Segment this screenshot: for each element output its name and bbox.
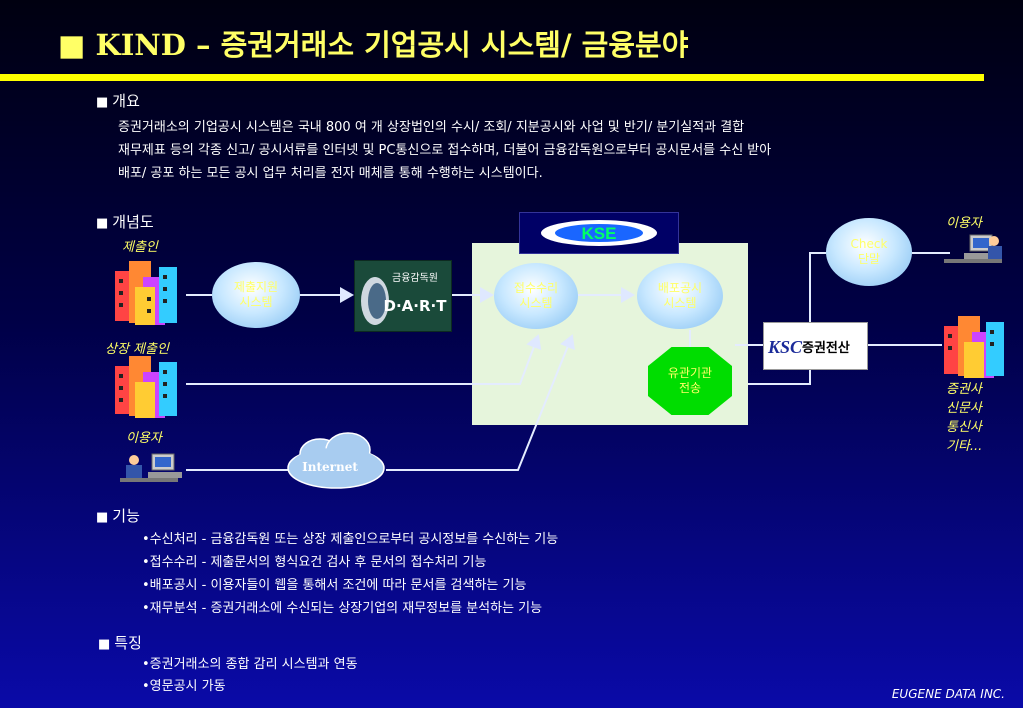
functions-list: •수신처리 - 금융감독원 또는 상장 제출인으로부터 공시정보를 수신하는 기… bbox=[142, 528, 558, 620]
dart-logo-en: D·A·R·T bbox=[384, 297, 448, 315]
node-text: Check bbox=[850, 237, 888, 251]
node-text: 단말 bbox=[857, 252, 881, 266]
node-text: 시스템 bbox=[239, 295, 273, 309]
feature-item: •증권거래소의 종합 감리 시스템과 연동 bbox=[142, 657, 358, 672]
node-text: 배포공시 bbox=[657, 281, 703, 295]
concept-heading-text: 개념도 bbox=[112, 213, 154, 231]
dart-logo-kr: 금융감독원 bbox=[392, 272, 438, 284]
label-user-right: 이용자 bbox=[946, 216, 982, 231]
node-text: 시스템 bbox=[663, 296, 697, 310]
connector-internet bbox=[386, 334, 575, 471]
recipient-item: 증권사 bbox=[946, 382, 982, 397]
bullet-square-icon: ■ bbox=[98, 637, 111, 652]
recipient-item: 기타... bbox=[946, 439, 983, 454]
label-submitter: 제출인 bbox=[122, 240, 158, 255]
node-text: 전송 bbox=[678, 381, 702, 395]
function-item: •접수수리 - 제출문서의 형식요건 검사 후 문서의 접수처리 기능 bbox=[142, 555, 487, 570]
feature-item: •영문공시 가동 bbox=[142, 679, 226, 694]
functions-heading-text: 기능 bbox=[112, 507, 140, 525]
overview-heading-text: 개요 bbox=[112, 92, 140, 110]
internet-label: Internet bbox=[302, 460, 358, 474]
title-underline bbox=[0, 74, 984, 81]
recipients-list: 증권사 신문사 통신사 기타... bbox=[946, 380, 982, 456]
features-heading-text: 특징 bbox=[114, 634, 142, 652]
label-listed-submitter: 상장 제출인 bbox=[105, 342, 169, 357]
concept-heading: ■개념도 bbox=[96, 211, 154, 232]
bullet-square-icon: ■ bbox=[96, 510, 109, 525]
ksc-logo: KSC 증권전산 bbox=[763, 322, 868, 370]
building-icon bbox=[115, 261, 177, 325]
features-heading: ■특징 bbox=[98, 632, 142, 653]
node-text: 유관기관 bbox=[667, 366, 713, 380]
node-text: 접수수리 bbox=[513, 281, 559, 295]
functions-heading: ■기능 bbox=[96, 505, 140, 526]
dart-logo: 금융감독원 D·A·R·T bbox=[354, 260, 452, 332]
overview-heading: ■개요 bbox=[96, 90, 140, 111]
overview-line: 증권거래소의 기업공시 시스템은 국내 800 여 개 상장법인의 수시/ 조회… bbox=[118, 120, 745, 135]
features-list: •증권거래소의 종합 감리 시스템과 연동 •영문공시 가동 bbox=[142, 654, 358, 698]
connector-listed-submitter bbox=[186, 334, 542, 385]
internet-cloud-icon: Internet bbox=[287, 432, 385, 489]
kse-logo-text: KSE bbox=[582, 224, 617, 243]
bullet-square-icon: ■ bbox=[96, 95, 109, 110]
building-icon bbox=[944, 316, 1004, 378]
label-user-left: 이용자 bbox=[126, 431, 162, 446]
footer-company: EUGENE DATA INC. bbox=[891, 687, 1005, 701]
function-item: •수신처리 - 금융감독원 또는 상장 제출인으로부터 공시정보를 수신하는 기… bbox=[142, 532, 559, 547]
connector-to-check bbox=[748, 252, 826, 385]
kse-logo: KSE bbox=[519, 212, 679, 254]
overview-line: 재무제표 등의 각종 신고/ 공시서류를 인터넷 및 PC통신으로 접수하며, … bbox=[118, 143, 772, 158]
bullet-square-icon: ■ bbox=[96, 216, 109, 231]
user-workstation-icon bbox=[120, 453, 182, 482]
node-text: 시스템 bbox=[519, 296, 553, 310]
building-icon bbox=[115, 356, 177, 418]
recipient-item: 신문사 bbox=[946, 401, 982, 416]
function-item: •배포공시 - 이용자들이 웹을 통해서 조건에 따라 문서를 검색하는 기능 bbox=[142, 578, 527, 593]
overview-line: 배포/ 공포 하는 모든 공시 업무 처리를 전자 매체를 통해 수행하는 시스… bbox=[118, 166, 543, 181]
overview-paragraph: 증권거래소의 기업공시 시스템은 국내 800 여 개 상장법인의 수시/ 조회… bbox=[118, 116, 771, 185]
function-item: •재무분석 - 증권거래소에 수신되는 상장기업의 재무정보를 분석하는 기능 bbox=[142, 601, 543, 616]
user-workstation-icon bbox=[944, 234, 1002, 263]
recipient-item: 통신사 bbox=[946, 420, 982, 435]
node-text: 제출지원 bbox=[233, 280, 279, 294]
page-title: ■ KIND – 증권거래소 기업공시 시스템/ 금융분야 bbox=[58, 28, 689, 62]
ksc-logo-text: 증권전산 bbox=[802, 340, 850, 356]
ksc-logo-mark: KSC bbox=[767, 337, 803, 357]
